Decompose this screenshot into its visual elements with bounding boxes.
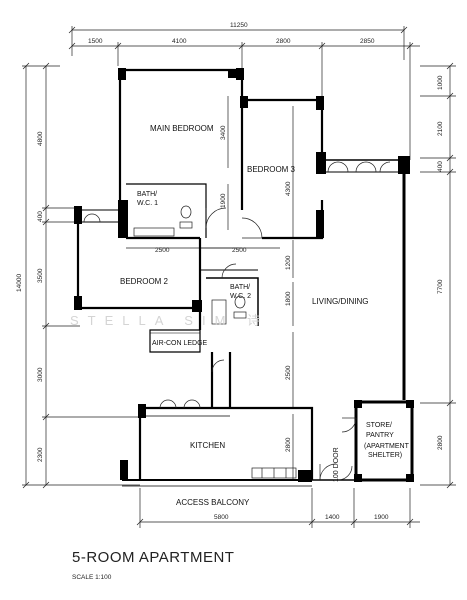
dim-int-1: 4300 <box>285 181 292 196</box>
door-size-label: 100 DOOR <box>333 447 340 482</box>
dimension-lines <box>22 26 456 528</box>
dim-left-0: 4800 <box>37 131 44 146</box>
store-label-line3: (APARTMENT <box>364 443 410 450</box>
dim-right-4: 2800 <box>437 435 444 450</box>
doors-and-windows <box>83 161 391 481</box>
room-labels: MAIN BEDROOM BEDROOM 3 BEDROOM 2 BATH/ W… <box>120 124 410 507</box>
dim-int-5: 1200 <box>285 255 292 270</box>
dim-top-0: 1500 <box>88 38 103 45</box>
plan-scale: SCALE 1:100 <box>72 574 112 581</box>
bath-wc1-label-line1: BATH/ <box>137 191 157 198</box>
dim-int-6: 1800 <box>285 291 292 306</box>
dim-left-1: 400 <box>37 211 44 222</box>
living-dining-label: LIVING/DINING <box>312 297 368 306</box>
bedroom-2-label: BEDROOM 2 <box>120 277 169 286</box>
dim-top-2: 2800 <box>276 38 291 45</box>
dim-top-1: 4100 <box>172 38 187 45</box>
dim-right-2: 400 <box>437 161 444 172</box>
structural-columns <box>74 68 414 482</box>
store-label-line2: PANTRY <box>366 432 394 439</box>
dim-int-7: 2500 <box>285 365 292 380</box>
store-label-line4: SHELTER) <box>368 452 402 459</box>
dim-int-3: 2500 <box>155 247 170 254</box>
dim-int-4: 2500 <box>232 247 247 254</box>
dim-bottom-2: 1900 <box>374 514 389 521</box>
dim-int-0: 3400 <box>220 125 227 140</box>
aircon-ledge-label: AIR-CON LEDGE <box>152 340 208 347</box>
dim-left-4: 2300 <box>37 447 44 462</box>
dim-top-total: 11250 <box>230 22 248 29</box>
kitchen-label: KITCHEN <box>190 441 225 450</box>
dim-right-0: 1000 <box>437 75 444 90</box>
dim-int-2: 1900 <box>220 193 227 208</box>
dim-right-1: 2100 <box>437 121 444 136</box>
main-bedroom-label: MAIN BEDROOM <box>150 124 214 133</box>
bath-wc2-label-line2: W.C. 2 <box>230 293 251 300</box>
dim-int-8: 2800 <box>285 437 292 452</box>
dim-left-2: 3500 <box>37 268 44 283</box>
dim-left-total: 14000 <box>16 274 23 292</box>
store-label-line1: STORE/ <box>366 422 392 429</box>
dimension-texts: 11250 1500 4100 2800 2850 1000 2100 400 … <box>16 22 444 521</box>
dim-bottom-1: 1400 <box>325 514 340 521</box>
watermark: STELLA SIM 诗 <box>70 313 269 328</box>
dim-bottom-0: 5800 <box>214 514 229 521</box>
dim-top-3: 2850 <box>360 38 375 45</box>
dim-right-3: 7700 <box>437 279 444 294</box>
bath-wc2-label-line1: BATH/ <box>230 284 250 291</box>
plan-title: 5-ROOM APARTMENT <box>72 549 234 566</box>
bath-wc1-label-line2: W.C. 1 <box>137 200 158 207</box>
bedroom-3-label: BEDROOM 3 <box>247 165 296 174</box>
access-balcony-label: ACCESS BALCONY <box>176 498 250 507</box>
dim-left-3: 3000 <box>37 367 44 382</box>
